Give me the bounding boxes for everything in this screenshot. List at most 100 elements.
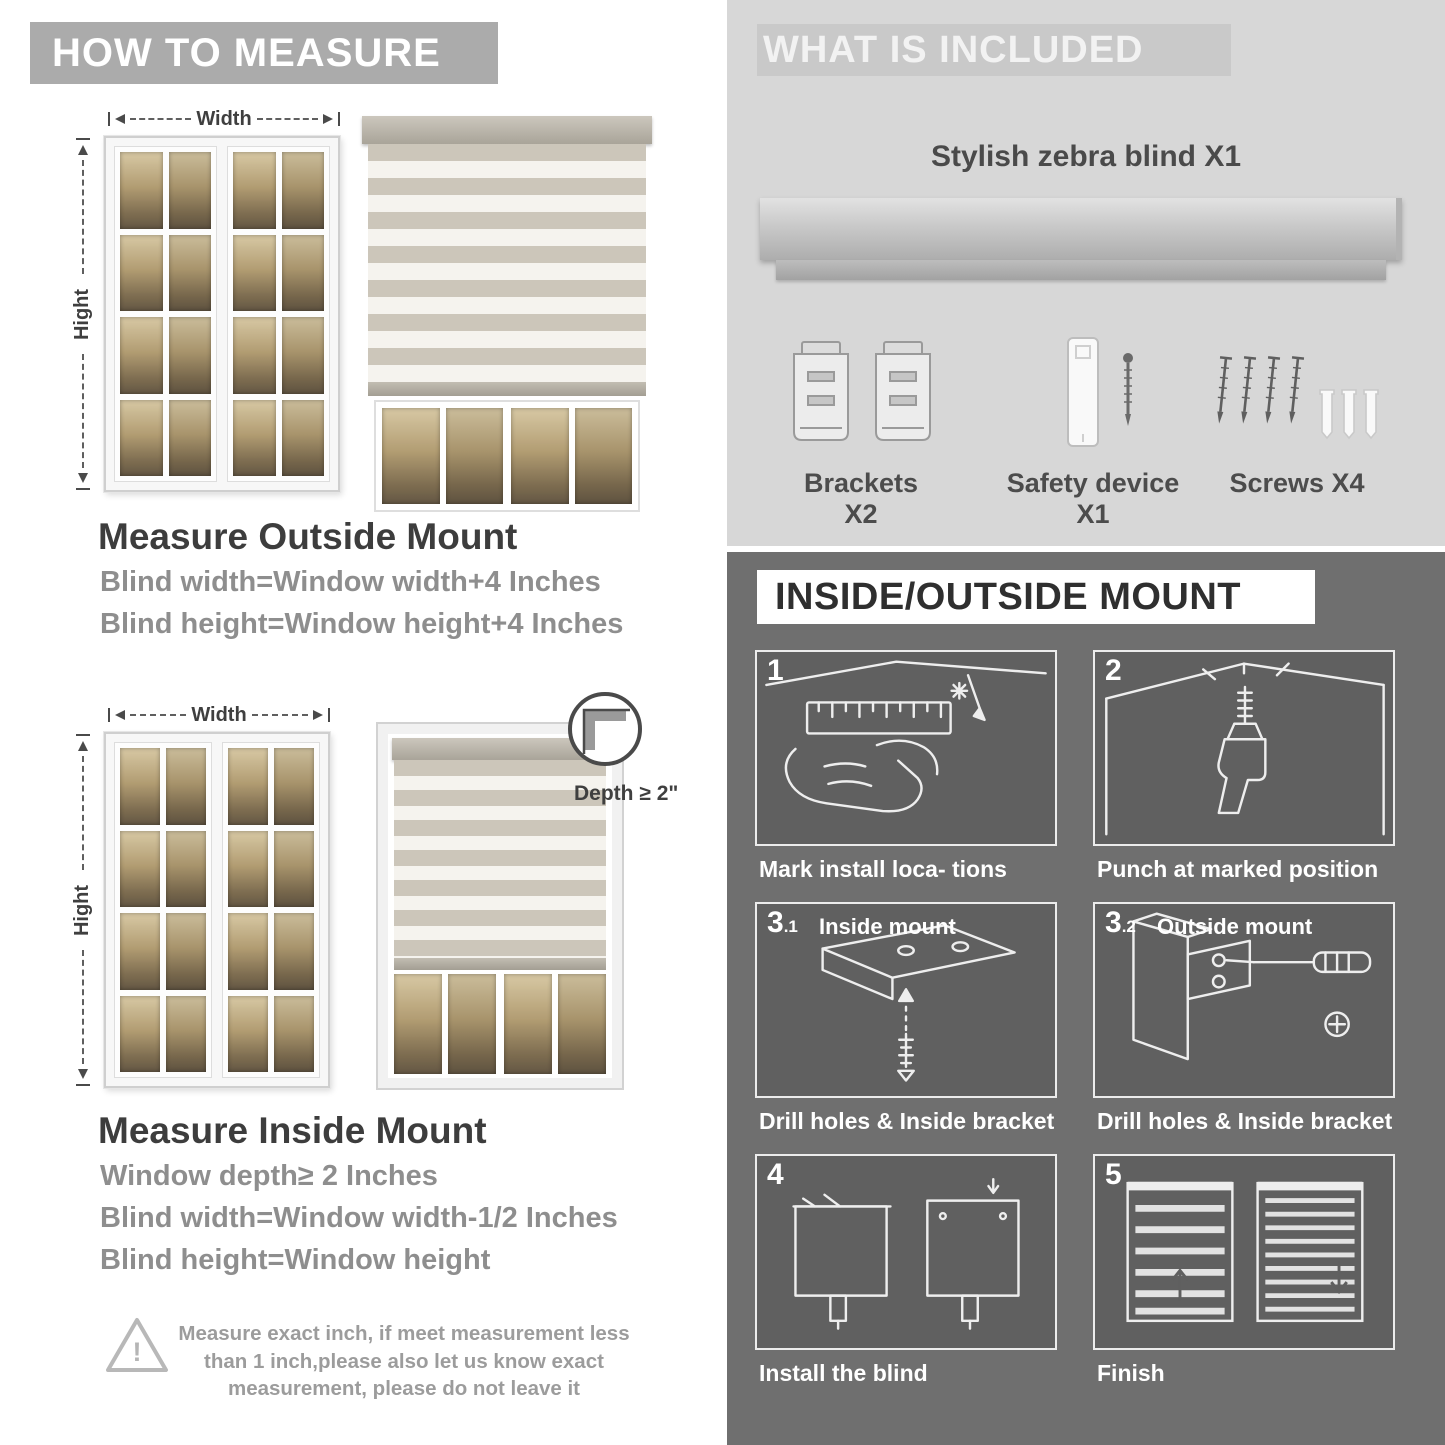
height-arrow-outside: Hight	[72, 138, 94, 490]
step-caption-4: Install the blind	[759, 1360, 928, 1386]
arrow-down-icon	[78, 473, 88, 483]
mark-locations-illustration	[765, 660, 1047, 813]
install-blind-illustration	[792, 1178, 1020, 1330]
width-arrow-inside: Width	[108, 704, 331, 726]
window-pane	[120, 152, 163, 229]
step-caption-2: Punch at marked position	[1097, 856, 1379, 882]
what-is-included-title: WHAT IS INCLUDED	[763, 29, 1144, 71]
window-pane	[120, 995, 160, 1072]
blind-bottomrail	[394, 958, 606, 970]
window-pane	[120, 913, 160, 990]
blind-shade-stripes	[368, 144, 646, 382]
step-panel-5: 5	[1093, 1154, 1395, 1350]
blind-headrail	[392, 738, 608, 760]
blind-headrail-product	[760, 198, 1402, 260]
step-number: 2	[1105, 654, 1122, 687]
bracket-icon	[793, 341, 849, 441]
inside-bracket-illustration	[821, 924, 1016, 1082]
warning-exclamation: !	[132, 1337, 142, 1367]
window-pane	[233, 152, 276, 229]
mount-header: INSIDE/OUTSIDE MOUNT	[757, 570, 1315, 624]
window-pane	[511, 408, 569, 504]
arrow-right-icon	[323, 114, 334, 124]
width-label: Width	[196, 107, 252, 130]
outside-mount-heading: Measure Outside Mount	[98, 516, 518, 557]
window-below-blind	[374, 400, 640, 512]
step-panel-3-2: 3.2 Outside mount	[1093, 902, 1395, 1098]
window-pane	[120, 234, 163, 311]
step-number: 5	[1105, 1158, 1122, 1191]
inside-mount-heading: Measure Inside Mount	[98, 1110, 487, 1151]
how-to-measure-title: HOW TO MEASURE	[52, 31, 441, 75]
window-pane	[233, 317, 276, 394]
depth-requirement-label: Depth ≥ 2"	[574, 782, 679, 805]
window-pane	[166, 995, 206, 1072]
blind-headrail	[362, 116, 652, 144]
measure-warning-text: Measure exact inch, if meet measurement …	[178, 1322, 630, 1401]
step-title: Inside mount	[819, 914, 956, 939]
window-illustration-inside	[104, 732, 330, 1088]
blind-shade-stripes	[394, 760, 606, 958]
window-pane	[168, 152, 211, 229]
safety-device-icon	[1067, 337, 1133, 447]
inside-formula-height: Blind height=Window height	[100, 1244, 491, 1276]
window-pane	[228, 913, 268, 990]
window-sash	[114, 742, 212, 1078]
window-pane	[120, 317, 163, 394]
safety-device-label: Safety device X1	[1006, 468, 1180, 529]
brackets-label: Brackets X2	[803, 468, 919, 529]
step-number: 3.1	[767, 906, 798, 939]
step-number: 1	[767, 654, 784, 687]
zebra-blind-inside-illustration	[376, 722, 624, 1090]
window-pane	[233, 234, 276, 311]
window-pane	[394, 974, 442, 1074]
window-pane	[558, 974, 606, 1074]
step-caption-5: Finish	[1097, 1360, 1165, 1386]
window-pane	[382, 408, 440, 504]
window-pane	[281, 317, 324, 394]
window-pane	[504, 974, 552, 1074]
mount-title: INSIDE/OUTSIDE MOUNT	[775, 576, 1242, 618]
what-is-included-header: WHAT IS INCLUDED	[757, 24, 1231, 76]
window-pane	[228, 830, 268, 907]
brackets-icon	[788, 340, 936, 446]
step-caption-1: Mark install loca- tions	[759, 856, 1007, 882]
how-to-measure-header: HOW TO MEASURE	[30, 22, 498, 84]
screws-label: Screws X4	[1229, 468, 1365, 498]
warning-triangle-icon	[106, 1318, 168, 1372]
window-pane	[166, 830, 206, 907]
zebra-blind-outside-illustration	[362, 116, 652, 512]
window-pane	[448, 974, 496, 1074]
window-pane	[120, 399, 163, 476]
outside-formula-width: Blind width=Window width+4 Inches	[100, 566, 601, 598]
window-pane	[574, 408, 632, 504]
arrow-down-icon	[78, 1069, 88, 1079]
window-pane	[120, 830, 160, 907]
step-panel-1: 1	[755, 650, 1057, 846]
height-label: Hight	[71, 288, 94, 340]
finish-blinds-illustration	[1126, 1181, 1364, 1323]
blind-headrail-lip	[776, 260, 1386, 280]
inside-formula-width: Blind width=Window width-1/2 Inches	[100, 1202, 618, 1234]
window-sash	[114, 146, 217, 482]
blind-bottomrail	[368, 382, 646, 396]
step-number: 4	[767, 1158, 784, 1191]
window-pane	[168, 234, 211, 311]
height-arrow-inside: Hight	[72, 734, 94, 1086]
inside-formula-depth: Window depth≥ 2 Inches	[100, 1160, 438, 1192]
window-pane	[281, 152, 324, 229]
outside-formula-height: Blind height=Window height+4 Inches	[100, 608, 624, 640]
step-title: Outside mount	[1157, 914, 1313, 939]
outside-bracket-illustration	[1132, 912, 1372, 1061]
window-pane	[166, 913, 206, 990]
step-number: 3.2	[1105, 906, 1136, 939]
step-panel-2: 2	[1093, 650, 1395, 846]
depth-zoom-callout	[568, 692, 642, 766]
step-caption-3-2: Drill holes & Inside bracket	[1097, 1108, 1393, 1134]
window-sash	[227, 146, 330, 482]
anchors-icon	[1319, 389, 1379, 440]
window-pane	[228, 748, 268, 825]
window-pane	[274, 913, 314, 990]
window-pane	[274, 995, 314, 1072]
